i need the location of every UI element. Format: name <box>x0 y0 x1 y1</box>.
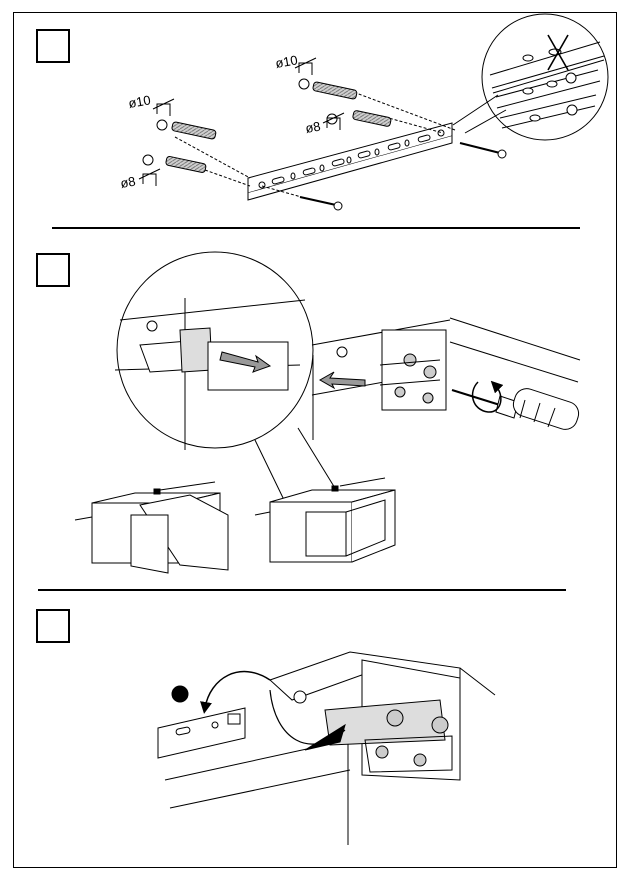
dim-label-4: ø8 <box>304 119 322 136</box>
cabinet <box>75 482 228 573</box>
cabinet <box>255 478 395 562</box>
dim-label-1: ø10 <box>127 92 152 111</box>
direction-arrow <box>205 672 270 708</box>
step-3-illustration <box>158 652 495 845</box>
screwdriver <box>452 385 582 432</box>
zoom-circle <box>453 14 608 140</box>
direction-arrow <box>320 372 365 388</box>
step-1-illustration <box>139 14 608 210</box>
drill-hole <box>172 686 188 702</box>
step-2-illustration <box>75 252 582 573</box>
dim-label-3: ø8 <box>119 174 137 191</box>
mounting-rail <box>248 123 452 200</box>
